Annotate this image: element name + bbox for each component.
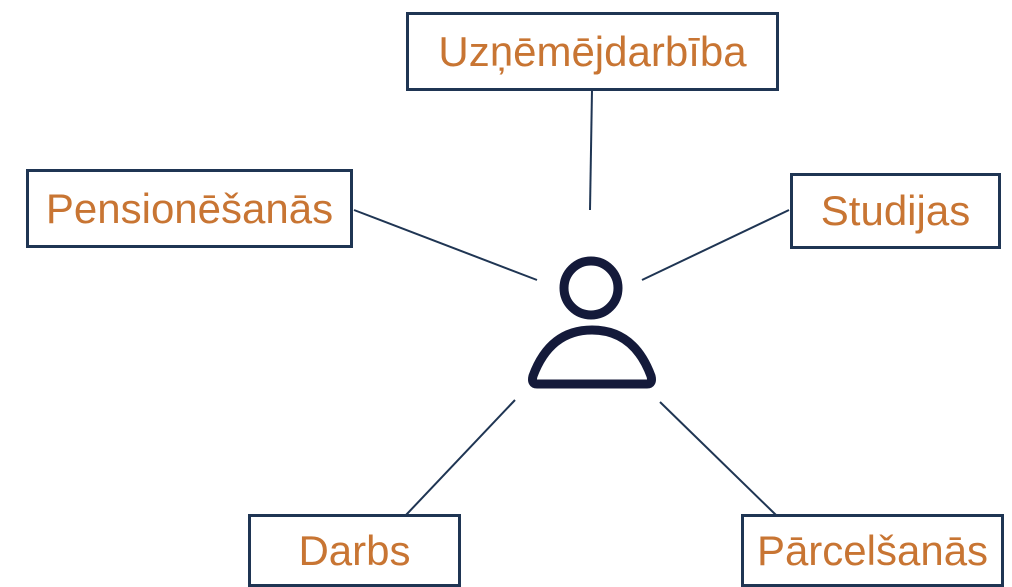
node-label-pensionesanas: Pensionēšanās: [45, 184, 334, 232]
person-body: [528, 325, 656, 389]
node-label-studijas: Studijas: [820, 187, 971, 234]
connector-bottom-left: [405, 399, 516, 516]
node-pensionesanas: Pensionēšanās: [26, 169, 353, 248]
node-label-uznemejdarbiba: Uzņēmējdarbība: [438, 27, 747, 75]
node-parcelsanas: Pārcelšanās: [741, 514, 1004, 587]
node-darbs: Darbs: [248, 514, 461, 587]
connector-top: [589, 89, 593, 211]
connector-left: [353, 209, 538, 281]
node-uznemejdarbiba: Uzņēmējdarbība: [406, 12, 779, 91]
node-studijas: Studijas: [790, 173, 1001, 249]
connector-bottom-right: [659, 401, 777, 516]
person-icon: [528, 256, 656, 389]
node-label-parcelsanas: Pārcelšanās: [756, 526, 989, 574]
node-label-darbs: Darbs: [298, 526, 411, 574]
person-head: [559, 256, 623, 320]
connector-right: [641, 209, 790, 281]
